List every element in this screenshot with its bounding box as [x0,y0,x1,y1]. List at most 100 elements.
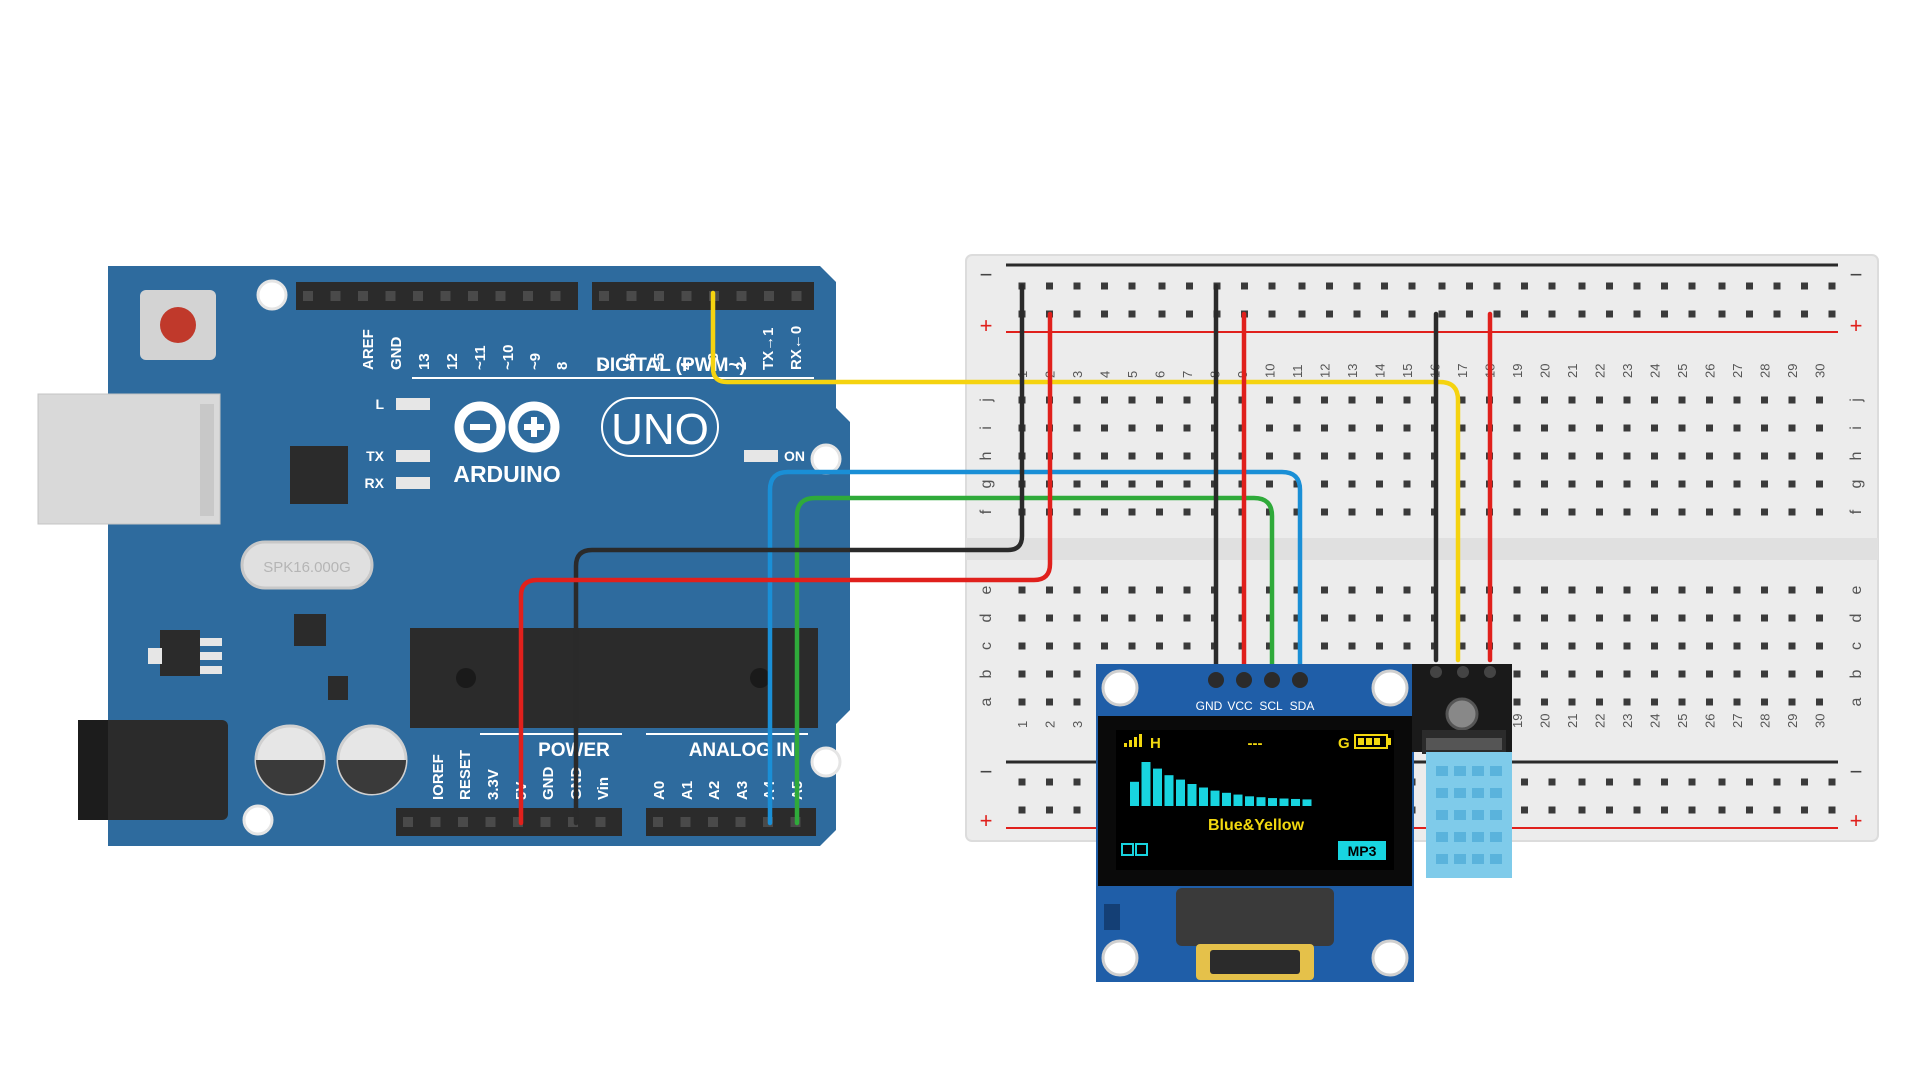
rail-hole [1746,282,1753,290]
power-jack [78,720,228,820]
breadboard-hole [1376,396,1383,404]
breadboard-hole [1513,586,1521,594]
breadboard-column-number: 3 [1070,371,1085,378]
digital-pin-label: 4 [678,361,695,370]
uno-badge [601,397,719,457]
wire-blue-sda [767,469,1303,826]
rail-hole [1521,310,1528,318]
rail-hole [1828,778,1836,786]
analog-header-label: ANALOG IN [689,740,796,761]
equalizer-bars [1130,762,1312,806]
breadboard-hole [1018,614,1026,622]
grille-slot [1490,766,1502,776]
breadboard-hole [1596,480,1603,488]
breadboard-hole [1678,642,1686,650]
breadboard-hole [1101,586,1108,594]
breadboard-hole [1761,614,1768,622]
breadboard-hole [1788,670,1796,678]
rail-hole [1828,310,1836,318]
equalizer-bar [1164,775,1174,806]
rail-hole [1186,310,1193,318]
breadboard-hole [1651,614,1658,622]
breadboard-hole [1678,396,1686,404]
breadboard-hole [1458,642,1466,650]
oled-pin-sda [1292,672,1308,688]
rail-hole [1158,282,1166,290]
screen-bottom-right-text: MP3 [1348,843,1377,859]
breadboard-hole [1706,508,1713,516]
equalizer-bar [1268,798,1277,806]
breadboard-hole [1596,508,1603,516]
breadboard-row-label: g [1848,480,1865,489]
breadboard-hole [1733,424,1741,432]
rail-hole [1688,282,1696,290]
rail-plus-label: + [1850,313,1863,338]
rail-hole [1408,282,1416,290]
digital-pin-label: AREF [360,329,377,370]
led-on [744,450,778,462]
header-pin [736,291,747,301]
breadboard-hole [1623,480,1631,488]
breadboard-column-number: 26 [1703,714,1718,728]
screen-top-left-text: H [1150,735,1161,752]
breadboard-column-number: 11 [1290,365,1305,379]
breadboard-hole [1816,480,1823,488]
breadboard-hole [1183,642,1191,650]
breadboard-hole [1018,642,1026,650]
breadboard-column-number: 23 [1620,714,1635,728]
breadboard-hole [1183,586,1191,594]
breadboard-hole [1816,586,1823,594]
mounting-hole [242,804,274,836]
breadboard-hole [1183,508,1191,516]
voltage-regulator [160,630,200,676]
wire-yellow-signal [710,290,1461,663]
breadboard-hole [1101,480,1108,488]
rail-hole [1548,282,1556,290]
breadboard-row-label: c [978,642,995,650]
breadboard-hole [1183,480,1191,488]
breadboard-hole [1816,452,1823,460]
breadboard-hole [1458,424,1466,432]
breadboard-hole [1568,698,1576,706]
header-pin [413,291,423,301]
breadboard-hole [1568,424,1576,432]
breadboard-hole [1266,396,1273,404]
grille-slot [1436,832,1448,842]
breadboard-hole [1678,424,1686,432]
equalizer-bar [1141,762,1151,806]
header-pin [458,817,468,827]
breadboard-row-label: d [978,614,995,623]
breadboard-row-label: b [978,669,995,678]
rail-hole [1606,282,1613,290]
rail-hole [1298,282,1306,290]
breadboard-hole [1678,586,1686,594]
breadboard-hole [1183,396,1191,404]
analog-pin-label: A3 [734,781,751,800]
oled-pin-vcc [1236,672,1252,688]
dht11-sensor-module [1412,664,1512,878]
rail-hole [1773,778,1781,786]
breadboard-hole [1761,424,1768,432]
rail-hole [1688,778,1696,786]
rail-hole [1606,778,1613,786]
wires [518,283,1493,826]
crystal [240,540,374,590]
breadboard-hole [1128,480,1136,488]
breadboard-hole [1761,698,1768,706]
breadboard-hole [1733,396,1741,404]
breadboard-hole [1376,508,1383,516]
digital-pin-label: ~10 [500,345,517,370]
breadboard-hole [1073,614,1081,622]
grille-slot [1472,832,1484,842]
breadboard-hole [1706,452,1713,460]
breadboard-hole [1293,452,1301,460]
rail-hole [1688,806,1696,814]
breadboard-hole [1788,508,1796,516]
equalizer-bar [1279,798,1289,806]
rail-hole [1408,310,1416,318]
header-pin [626,291,637,301]
breadboard-hole [1541,642,1548,650]
breadboard-hole [1568,508,1576,516]
grille-slot [1472,788,1484,798]
